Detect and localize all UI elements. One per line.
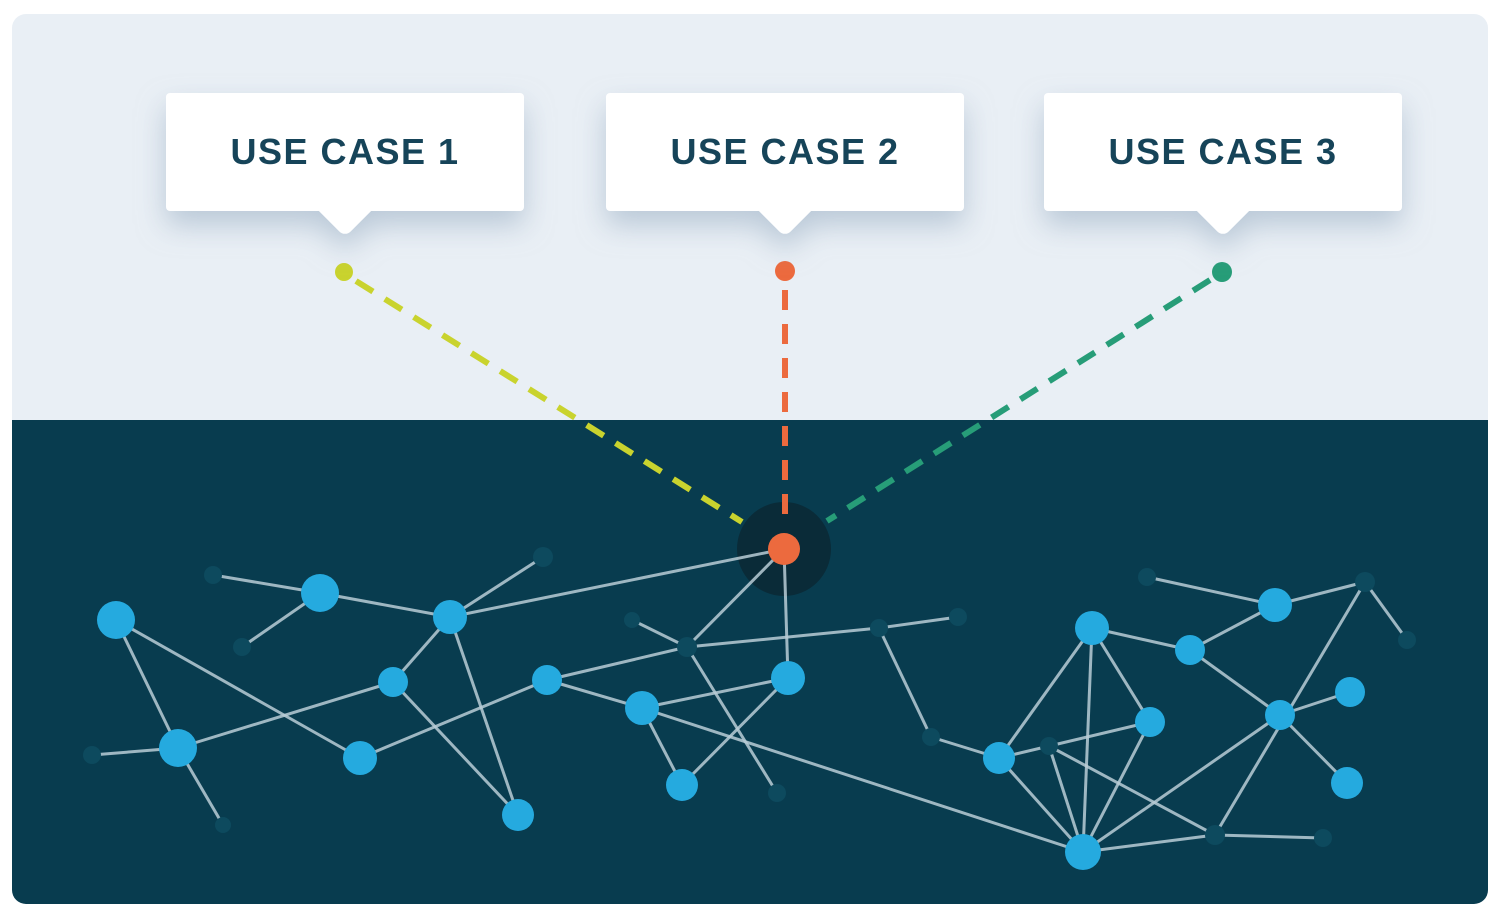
use-case-2-label: USE CASE 2 xyxy=(670,131,900,172)
illustration: USE CASE 1 USE CASE 2 USE CASE 3 xyxy=(12,14,1488,904)
use-case-1-bubble: USE CASE 1 xyxy=(166,93,524,238)
lower-dark-background xyxy=(12,420,1488,904)
use-case-3-label: USE CASE 3 xyxy=(1108,131,1338,172)
callout-dots xyxy=(335,261,1232,282)
use-case-3-bubble: USE CASE 3 xyxy=(1044,93,1402,238)
network-nodes xyxy=(83,547,1416,870)
use-case-1-label: USE CASE 1 xyxy=(230,131,460,172)
target-node xyxy=(768,533,800,565)
callout-dashed-lines xyxy=(354,277,1212,525)
network-diagram xyxy=(83,261,1416,870)
bubble-box: USE CASE 2 xyxy=(606,93,964,211)
bubble-box: USE CASE 3 xyxy=(1044,93,1402,211)
use-case-2-bubble: USE CASE 2 xyxy=(606,93,964,238)
network-edges xyxy=(91,547,1409,854)
bubble-box: USE CASE 1 xyxy=(166,93,524,211)
